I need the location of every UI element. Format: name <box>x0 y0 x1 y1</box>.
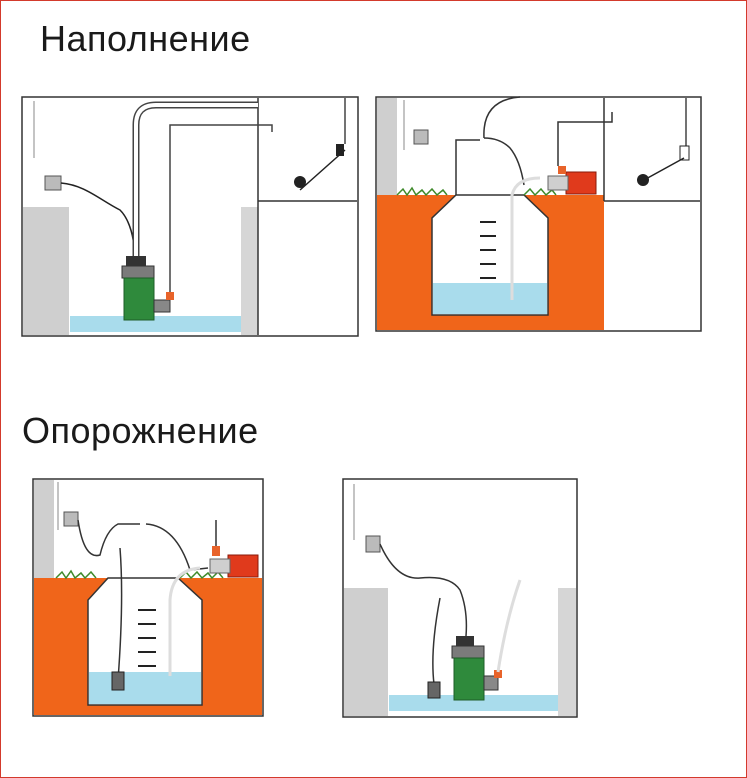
water <box>433 283 547 314</box>
section-title-draining: Опорожнение <box>22 410 259 451</box>
pump-body <box>123 277 155 321</box>
grass <box>396 186 448 197</box>
left-wall <box>23 207 69 335</box>
section-title-filling: Наполнение <box>40 18 251 59</box>
pump-handle <box>126 256 146 266</box>
valve-lever <box>336 144 344 156</box>
tank-outline <box>21 96 359 337</box>
right-wall <box>241 207 258 335</box>
water <box>70 316 241 332</box>
valve-knob <box>294 176 306 188</box>
